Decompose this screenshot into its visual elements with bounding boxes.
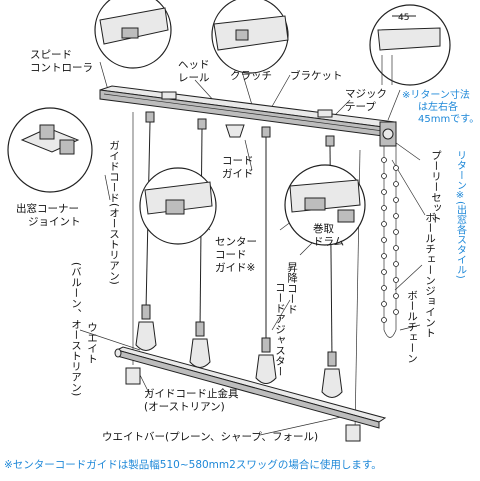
text-line: ガイド (222, 168, 254, 180)
label-return-style: リターン※(出窓各スタイル) (455, 150, 467, 279)
text-line: (オーストリアン) (144, 401, 225, 413)
text-line: コード (215, 249, 247, 261)
label-dimension: 45 (398, 13, 409, 23)
pulley-set (379, 121, 397, 147)
weights (135, 321, 343, 398)
svg-text:マジックテープ: マジックテープ (345, 88, 387, 113)
text-line: コントローラ (30, 62, 93, 74)
label-winding-drum: 巻取ドラム (313, 223, 344, 248)
cord-adjusters (141, 304, 337, 367)
label-center-cord-guide: センターコードガイド※ (215, 236, 257, 274)
svg-text:巻取ドラム: 巻取ドラム (313, 223, 344, 248)
guide-cord-stoppers (125, 367, 361, 442)
label-guide-cord: ガイドコード(オーストリアン) (108, 140, 120, 285)
cord-guides (145, 111, 335, 147)
detail-winding-drum (284, 164, 366, 246)
label-ball-chain: ボールチェーン (406, 290, 418, 364)
detail-bay-corner-joint (7, 107, 93, 193)
svg-text:(バルーン、オーストリアン): (バルーン、オーストリアン) (70, 262, 82, 396)
label-weight-bar: ウエイトバー(プレーン、シャープ、フォール) (102, 431, 318, 443)
svg-text:スピードコントローラ: スピードコントローラ (30, 49, 93, 74)
text-line: 出窓コーナー (16, 202, 79, 215)
text-line: 45mmです。 (418, 113, 479, 125)
text-line: ガイドコード止金具 (144, 387, 239, 400)
text-line: ドラム (313, 236, 344, 248)
svg-text:ヘッドレール: ヘッドレール (178, 59, 210, 84)
label-cord-adjuster: コードアジャスター (274, 282, 286, 377)
label-weight: (バルーン、オーストリアン) ウエイト (70, 262, 98, 396)
detail-center-cord-guide (139, 167, 217, 245)
label-speed-controller: スピードコントローラ (30, 49, 93, 74)
detail-speed-controller (94, 0, 172, 69)
text-line: 巻取 (313, 223, 334, 235)
svg-text:コードガイド: コードガイド (222, 155, 254, 180)
detail-return (369, 4, 451, 86)
text-line: ウエイト (86, 322, 98, 364)
text-line: ガイド※ (215, 262, 255, 274)
label-ball-chain-joint: ボールチェーンジョイント (424, 212, 436, 338)
label-bay-corner-joint: 出窓コーナージョイント (16, 202, 81, 228)
label-head-rail: ヘッドレール (178, 59, 210, 84)
svg-text:センターコードガイド※: センターコードガイド※ (215, 236, 257, 274)
text-line: スピード (30, 49, 72, 61)
label-bracket: ブラケット (290, 69, 343, 82)
text-line: レール (178, 72, 210, 84)
text-line: マジック (345, 88, 387, 100)
text-line: は左右各 (418, 100, 458, 113)
text-line: テープ (345, 101, 376, 113)
svg-text:出窓コーナージョイント: 出窓コーナージョイント (16, 202, 81, 228)
svg-text:ウエイト: ウエイト (86, 322, 98, 364)
label-pulley-set: プーリーセット (430, 150, 442, 224)
text-line: センター (215, 236, 257, 248)
detail-clutch (211, 0, 289, 74)
brackets (161, 91, 333, 118)
label-cord-guide: コードガイド (222, 155, 254, 180)
label-magic-tape: マジックテープ (345, 88, 387, 113)
ball-chain (381, 146, 399, 338)
footnote: ※センターコードガイドは製品幅510~580mm2スワッグの場合に使用します。 (4, 458, 382, 471)
label-guide-cord-stopper: ガイドコード止金具(オーストリアン) (144, 387, 239, 413)
weight-bar (114, 346, 387, 429)
text-line: ジョイント (28, 216, 81, 228)
label-lift-cord: 昇降コード (286, 262, 298, 315)
text-line: コード (222, 155, 254, 167)
text-line: ※リターン寸法 (402, 88, 470, 101)
label-clutch: クラッチ (230, 70, 272, 82)
svg-text:ガイドコード止金具(オーストリアン): ガイドコード止金具(オーストリアン) (144, 387, 239, 413)
text-line: (バルーン、オーストリアン) (70, 262, 82, 396)
text-line: ヘッド (178, 59, 210, 71)
